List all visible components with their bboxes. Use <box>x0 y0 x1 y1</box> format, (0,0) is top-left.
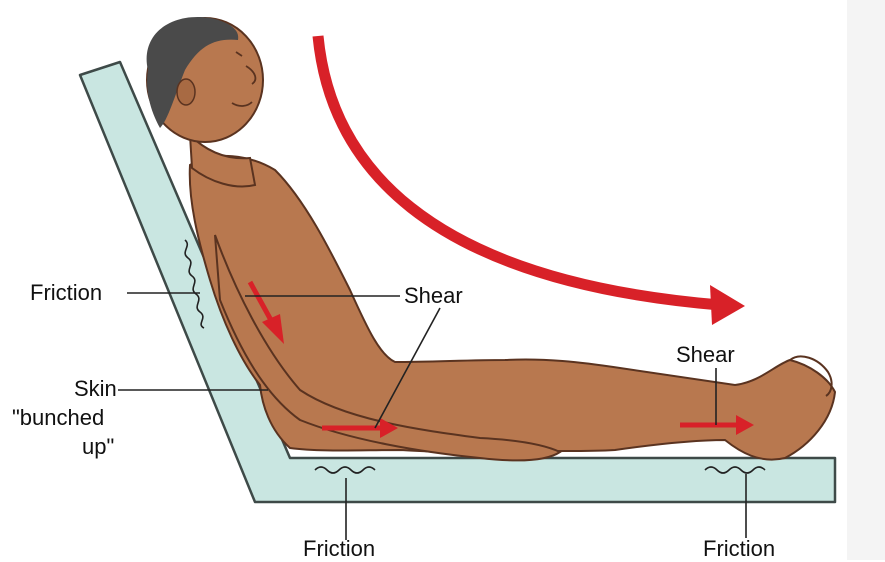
label-friction-back: Friction <box>30 280 102 306</box>
person-ear <box>177 79 195 105</box>
label-shear-heel: Shear <box>676 342 735 368</box>
curved-slide-arrow-head-icon <box>710 285 745 325</box>
label-skin-line2: "bunched <box>12 405 104 431</box>
label-skin-line1: Skin <box>74 376 117 402</box>
label-shear-back: Shear <box>404 283 463 309</box>
label-friction-bottom-right: Friction <box>703 536 775 562</box>
label-skin-line3: up" <box>82 434 114 460</box>
label-friction-bottom-left: Friction <box>303 536 375 562</box>
curved-slide-arrow-icon <box>318 36 720 305</box>
